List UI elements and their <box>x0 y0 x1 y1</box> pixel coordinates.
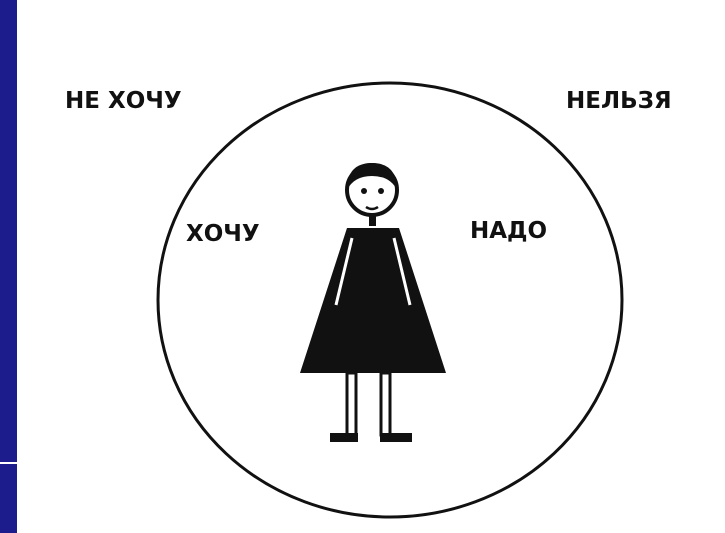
figure-eye-left <box>361 188 367 194</box>
label-nelzya: НЕЛЬЗЯ <box>566 90 672 113</box>
label-nado: НАДО <box>470 220 547 243</box>
figure-foot-right <box>380 433 412 442</box>
label-ne-hochu: НЕ ХОЧУ <box>65 90 182 113</box>
figure-eye-right <box>378 188 384 194</box>
figure-leg-left <box>347 373 356 435</box>
figure-neck <box>369 214 376 226</box>
figure-foot-left <box>330 433 358 442</box>
figure-leg-right <box>381 373 390 435</box>
figure-dress <box>300 228 446 373</box>
label-hochu: ХОЧУ <box>186 223 260 246</box>
